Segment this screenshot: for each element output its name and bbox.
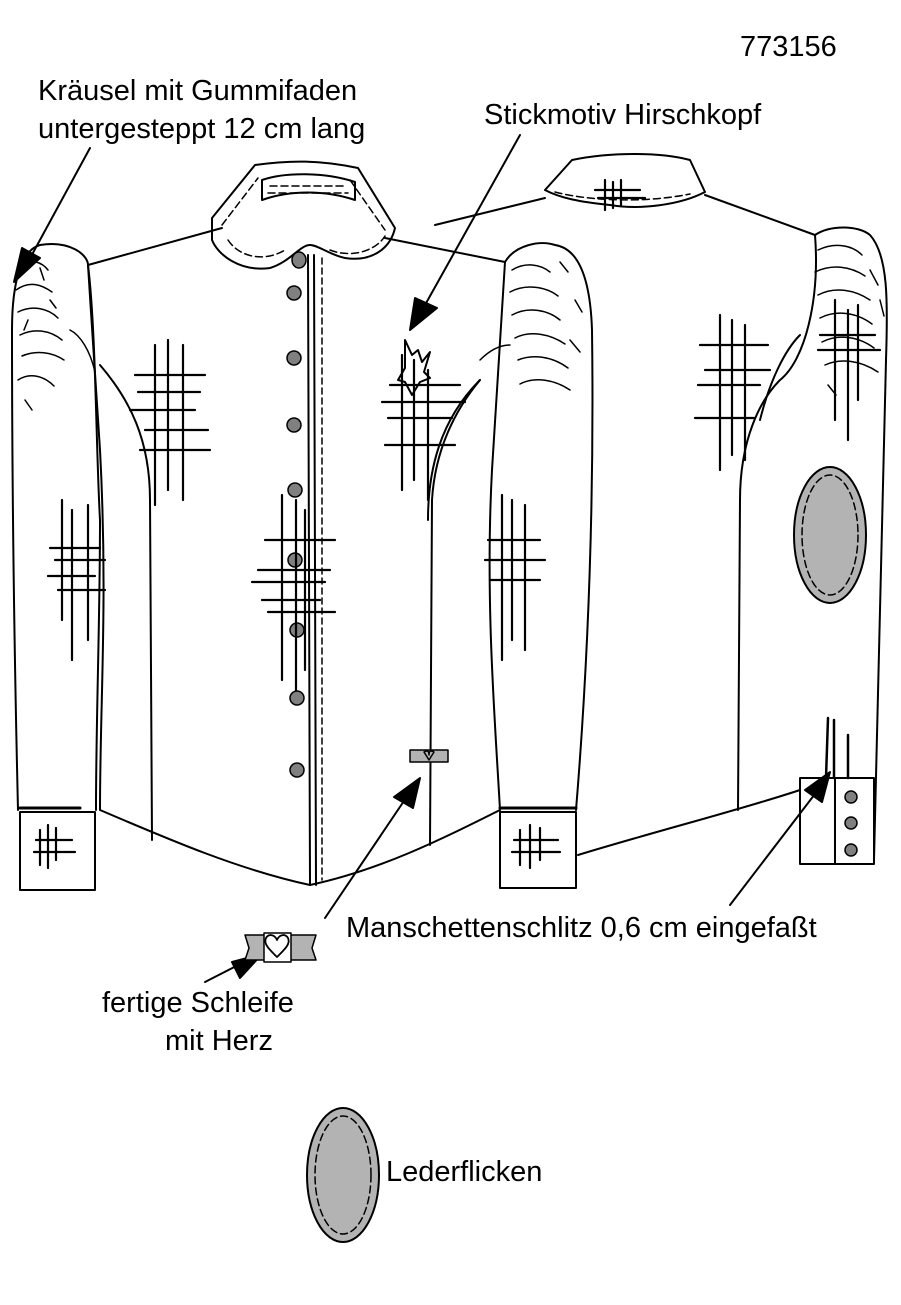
collar-band (261, 173, 356, 201)
cuff-slit-leader (729, 789, 819, 906)
arrow-head-icon (393, 777, 421, 809)
button-icon (289, 762, 305, 778)
embroidery-label: Stickmotiv Hirschkopf (484, 99, 762, 131)
button-icon (287, 482, 303, 498)
patch-label: Lederflicken (386, 1156, 543, 1188)
front-bow-icon (409, 749, 449, 763)
back-body-outline (434, 194, 817, 856)
front-right-sleeve (427, 242, 594, 811)
button-icon (286, 417, 302, 433)
elbow-patch-stitch (801, 474, 859, 596)
collar-stitch (221, 177, 386, 258)
back-collar-stitch (554, 191, 691, 201)
front-dart-right (429, 379, 481, 846)
arrow-head-icon (13, 247, 41, 283)
arrow-head-icon (804, 771, 831, 803)
front-left-cuff (19, 811, 96, 891)
button-icon (844, 790, 858, 804)
gather-label-line-1: Kräusel mit Gummifaden (38, 75, 358, 107)
back-sleeve-gather (814, 244, 885, 396)
check-pattern-front (32, 338, 562, 870)
button-icon (286, 350, 302, 366)
bow-label-line-1: fertige Schleife (102, 987, 294, 1019)
front-dart-left (99, 364, 153, 841)
embroidery-leader (424, 134, 521, 306)
back-view (434, 153, 888, 865)
heart-icon (264, 934, 290, 958)
front-collar (211, 160, 396, 270)
front-body-outline (87, 227, 506, 886)
bow-leader (324, 794, 409, 919)
cuff-slit-lines (824, 716, 850, 780)
cuff-slit-label: Manschettenschlitz 0,6 cm eingefaßt (346, 912, 817, 944)
back-cuff (799, 777, 875, 865)
button-icon (844, 816, 858, 830)
button-icon (289, 690, 305, 706)
sleeve-gather-left (15, 260, 96, 411)
back-cuff-buttons (844, 790, 858, 857)
button-icon (286, 285, 302, 301)
bow-label-line-2: mit Herz (165, 1025, 273, 1057)
front-bow-heart-icon (423, 750, 435, 761)
front-right-cuff (499, 811, 577, 889)
back-collar (544, 153, 706, 208)
elbow-leather-patch (793, 466, 867, 604)
model-number: 773156 (740, 31, 837, 63)
front-view (11, 160, 594, 891)
bow-detail (244, 932, 317, 963)
gather-label-line-2: untergesteppt 12 cm lang (38, 113, 366, 145)
check-pattern-back (593, 178, 882, 472)
legend-patch-stitch (314, 1115, 372, 1235)
back-sleeve (759, 226, 888, 861)
deer-head-embroidery-icon (397, 339, 431, 396)
callout-arrows (13, 134, 831, 983)
button-icon (291, 251, 307, 269)
sleeve-gather-right (479, 261, 583, 391)
gather-leader (27, 147, 91, 263)
legend-leather-patch (306, 1107, 380, 1243)
button-icon (844, 843, 858, 857)
arrow-head-icon (409, 297, 438, 331)
